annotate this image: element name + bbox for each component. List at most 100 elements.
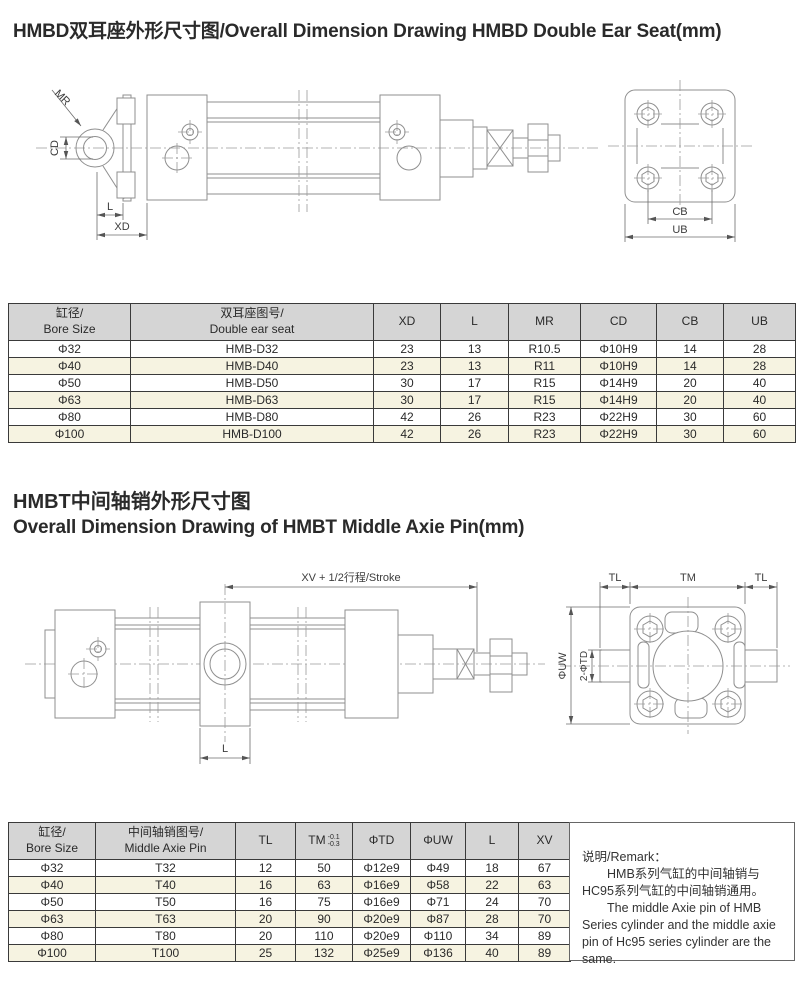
table-cell: Φ136 (410, 944, 466, 962)
table-cell: 17 (440, 374, 509, 392)
clevis-double-ear (75, 94, 136, 202)
table-cell: Φ20e9 (352, 927, 411, 945)
table-cell: 30 (656, 425, 724, 443)
col-header-uw: ΦUW (410, 822, 466, 860)
table-cell: Φ25e9 (352, 944, 411, 962)
hmbd-dimension-drawing: MR CD L XD (36, 80, 752, 242)
col-header-xd: XD (373, 303, 441, 341)
dim-label-l: L (107, 201, 113, 213)
table-cell: HMB-D100 (130, 425, 374, 443)
table-cell: Φ50 (8, 374, 131, 392)
table-cell: HMB-D32 (130, 340, 374, 358)
hmbt-dimension-table: 缸径/ Bore Size 中间轴销图号/ Middle Axie Pin TL… (8, 822, 571, 962)
table-cell: 26 (440, 425, 509, 443)
table-cell: 13 (440, 357, 509, 375)
table-cell: Φ63 (8, 391, 131, 409)
table-cell: 40 (723, 391, 796, 409)
table-cell: 23 (373, 340, 441, 358)
col-header-bore: 缸径/ Bore Size (8, 303, 131, 341)
hmbd-end-view: CB UB (608, 80, 752, 242)
remark-text-en: The middle Axie pin of HMB Series cylind… (582, 901, 776, 966)
table-cell: Φ100 (8, 425, 131, 443)
table-cell: 13 (440, 340, 509, 358)
table-cell: 60 (723, 425, 796, 443)
table-cell: 18 (465, 859, 519, 877)
col-header-mr: MR (508, 303, 581, 341)
table-cell: 90 (295, 910, 353, 928)
table-cell: Φ16e9 (352, 893, 411, 911)
dim-label-xd: XD (114, 221, 129, 233)
section2-title-en: Overall Dimension Drawing of HMBT Middle… (13, 517, 525, 538)
col-header-td: ΦTD (352, 822, 411, 860)
header-text: Bore Size (25, 841, 79, 855)
hmbd-dimension-table: 缸径/ Bore Size 双耳座图号/ Double ear seat XD … (8, 303, 796, 443)
table-cell: 20 (656, 391, 724, 409)
table-cell: 24 (465, 893, 519, 911)
dim-label-tl-right: TL (755, 572, 768, 584)
dim-label-l: L (222, 743, 228, 755)
table-cell: Φ58 (410, 876, 466, 894)
table-cell: 14 (656, 340, 724, 358)
tolerance-stack: -0.1-0.3 (328, 834, 340, 849)
table-cell: 25 (235, 944, 296, 962)
table-cell: Φ40 (8, 876, 96, 894)
dim-label-cb: CB (672, 206, 687, 218)
col-header-ub: UB (723, 303, 796, 341)
hmbt-dimension-drawing: XV + 1/2行程/Stroke L (25, 571, 790, 764)
table-cell: Φ22H9 (580, 408, 657, 426)
table-cell: 75 (295, 893, 353, 911)
cylinder-front-head-rod (344, 609, 528, 719)
dim-label-stroke: XV + 1/2行程/Stroke (301, 571, 400, 584)
corner-bolts (634, 613, 744, 720)
cylinder-rear-head (44, 609, 116, 719)
table-cell: 60 (723, 408, 796, 426)
table-cell: 16 (235, 876, 296, 894)
col-header-xv: XV (518, 822, 571, 860)
col-header-part: 中间轴销图号/ Middle Axie Pin (95, 822, 236, 860)
col-header-l: L (440, 303, 509, 341)
table-cell: 14 (656, 357, 724, 375)
section2-title-zh: HMBT中间轴销外形尺寸图 (13, 491, 251, 513)
table-cell: Φ87 (410, 910, 466, 928)
col-header-tm: TM-0.1-0.3 (295, 822, 353, 860)
table-cell: 42 (373, 408, 441, 426)
table-cell: R15 (508, 374, 581, 392)
table-cell: 132 (295, 944, 353, 962)
table-cell: R23 (508, 425, 581, 443)
table-cell: 26 (440, 408, 509, 426)
remark-title: 说明/Remark： (582, 850, 667, 864)
table-cell: Φ32 (8, 859, 96, 877)
table-header-row: 缸径/ Bore Size 双耳座图号/ Double ear seat XD … (8, 303, 796, 341)
table-cell: Φ71 (410, 893, 466, 911)
header-text: Bore Size (43, 322, 96, 336)
table-cell: 28 (723, 340, 796, 358)
table-cell: HMB-D63 (130, 391, 374, 409)
table-cell: Φ12e9 (352, 859, 411, 877)
table-cell: 40 (723, 374, 796, 392)
table-cell: Φ10H9 (580, 357, 657, 375)
table-cell: 22 (465, 876, 519, 894)
col-header-tl: TL (235, 822, 296, 860)
table-cell: Φ22H9 (580, 425, 657, 443)
hmbt-end-view: TL TM TL ΦUW 2-ΦTD (557, 572, 790, 734)
table-cell: 40 (465, 944, 519, 962)
table-cell: 50 (295, 859, 353, 877)
table-cell: 30 (656, 408, 724, 426)
table-cell: 12 (235, 859, 296, 877)
table-cell: T40 (95, 876, 236, 894)
table-cell: Φ14H9 (580, 374, 657, 392)
remark-text-zh: HMB系列气缸的中间轴销与HC95系列气缸的中间轴销通用。 (582, 867, 764, 898)
header-text: 缸径/ (55, 306, 84, 321)
table-cell: 20 (656, 374, 724, 392)
cylinder-front-head-rod (379, 94, 561, 201)
table-cell: 28 (465, 910, 519, 928)
table-cell: 67 (518, 859, 571, 877)
